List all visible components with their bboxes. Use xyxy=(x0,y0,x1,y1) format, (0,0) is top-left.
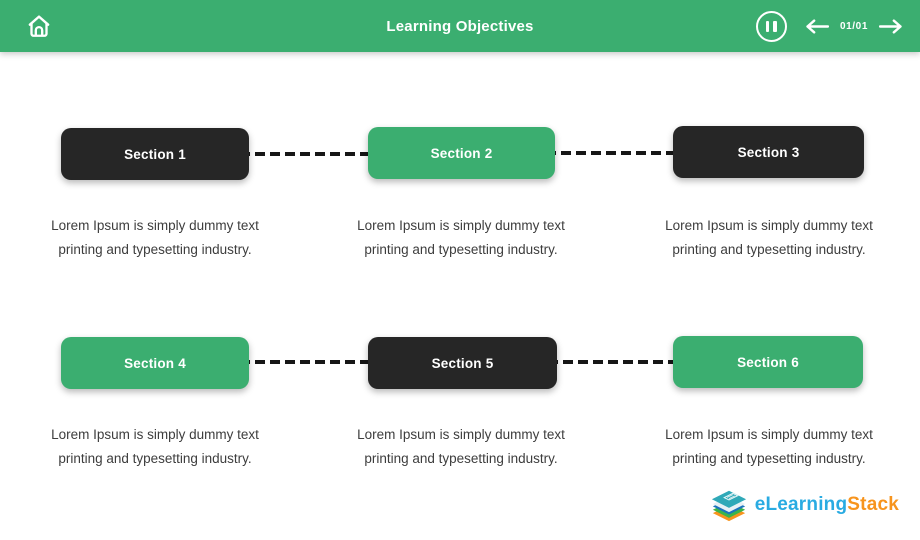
connector-line xyxy=(240,152,377,156)
description-line: Lorem Ipsum is simply dummy text xyxy=(665,427,873,442)
description-line: printing and typesetting industry. xyxy=(58,451,252,466)
section-6-description: Lorem Ipsum is simply dummy text printin… xyxy=(639,423,899,471)
section-2-button[interactable]: Section 2 xyxy=(368,127,555,179)
page-indicator: 01/01 xyxy=(839,20,868,32)
description-line: Lorem Ipsum is simply dummy text xyxy=(357,427,565,442)
right-arrow-icon xyxy=(879,18,902,34)
description-line: Lorem Ipsum is simply dummy text xyxy=(665,218,873,233)
prev-button[interactable] xyxy=(804,18,829,35)
section-5-button[interactable]: Section 5 xyxy=(368,337,557,389)
section-6-button[interactable]: Section 6 xyxy=(673,336,863,388)
book-stack-icon xyxy=(711,490,746,522)
logo-text-stack: Stack xyxy=(847,494,899,515)
home-icon xyxy=(28,15,50,37)
section-5-description: Lorem Ipsum is simply dummy text printin… xyxy=(331,423,591,471)
elearningstack-logo: eLearningStack xyxy=(708,486,899,524)
description-line: printing and typesetting industry. xyxy=(364,242,558,257)
header-bar: Learning Objectives 01/01 xyxy=(0,0,920,52)
section-3-description: Lorem Ipsum is simply dummy text printin… xyxy=(639,214,899,262)
home-button[interactable] xyxy=(22,9,56,43)
description-line: printing and typesetting industry. xyxy=(672,242,866,257)
connector-line xyxy=(546,151,682,155)
pause-icon xyxy=(765,20,770,32)
logo-text: eLearningStack xyxy=(755,494,899,516)
section-4-description: Lorem Ipsum is simply dummy text printin… xyxy=(25,423,285,471)
next-button[interactable] xyxy=(879,18,904,35)
page-title: Learning Objectives xyxy=(386,17,534,35)
section-4-button[interactable]: Section 4 xyxy=(61,337,249,389)
left-arrow-icon xyxy=(806,18,829,34)
description-line: printing and typesetting industry. xyxy=(672,451,866,466)
description-line: printing and typesetting industry. xyxy=(58,242,252,257)
section-2-description: Lorem Ipsum is simply dummy text printin… xyxy=(331,214,591,262)
connector-line xyxy=(240,360,377,364)
pause-button[interactable] xyxy=(755,10,787,42)
logo-text-elearning: eLearning xyxy=(754,494,848,515)
header-controls: 01/01 xyxy=(755,10,906,42)
section-1-description: Lorem Ipsum is simply dummy text printin… xyxy=(25,214,285,262)
description-line: Lorem Ipsum is simply dummy text xyxy=(51,218,259,233)
section-1-button[interactable]: Section 1 xyxy=(61,128,249,180)
connector-line xyxy=(548,360,682,364)
description-line: printing and typesetting industry. xyxy=(364,451,558,466)
description-line: Lorem Ipsum is simply dummy text xyxy=(357,218,565,233)
description-line: Lorem Ipsum is simply dummy text xyxy=(51,427,259,442)
section-3-button[interactable]: Section 3 xyxy=(673,126,864,178)
pause-icon xyxy=(773,20,777,32)
